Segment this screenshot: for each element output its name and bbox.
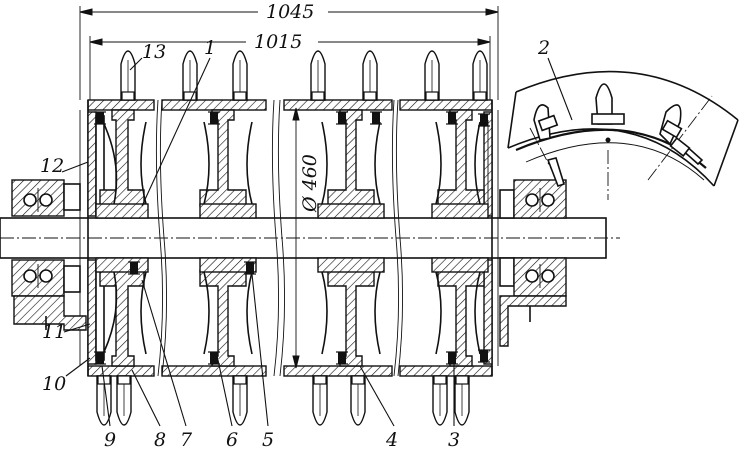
callout-12: 12 <box>40 155 64 177</box>
tines-top <box>120 50 488 101</box>
callout-3: 3 <box>448 429 460 451</box>
detail-tine-ring <box>507 70 739 200</box>
callout-13: 13 <box>142 41 166 63</box>
dimension-diameter: Ø 460 <box>292 107 321 369</box>
callout-10: 10 <box>42 373 66 395</box>
disc-hubs <box>95 109 489 367</box>
dimension-overall: 1045 <box>79 1 499 100</box>
callout-7: 7 <box>180 429 193 451</box>
shaft <box>0 217 620 259</box>
callout-leaders <box>61 57 573 427</box>
callout-9: 9 <box>104 429 116 451</box>
callout-4: 4 <box>385 429 398 451</box>
inner-length-label: 1015 <box>254 31 302 53</box>
left-bearing-housing <box>11 179 87 331</box>
overall-length-label: 1045 <box>266 1 314 23</box>
tines-bottom <box>96 375 470 426</box>
dimension-inner: 1015 <box>89 30 491 100</box>
callout-8: 8 <box>154 429 166 451</box>
right-bearing-housing <box>499 179 567 347</box>
diameter-label: Ø 460 <box>299 154 321 213</box>
callout-2: 2 <box>537 37 550 59</box>
callout-11: 11 <box>42 321 66 343</box>
callout-5: 5 <box>262 429 274 451</box>
callout-6: 6 <box>226 429 238 451</box>
callout-1: 1 <box>204 37 216 59</box>
